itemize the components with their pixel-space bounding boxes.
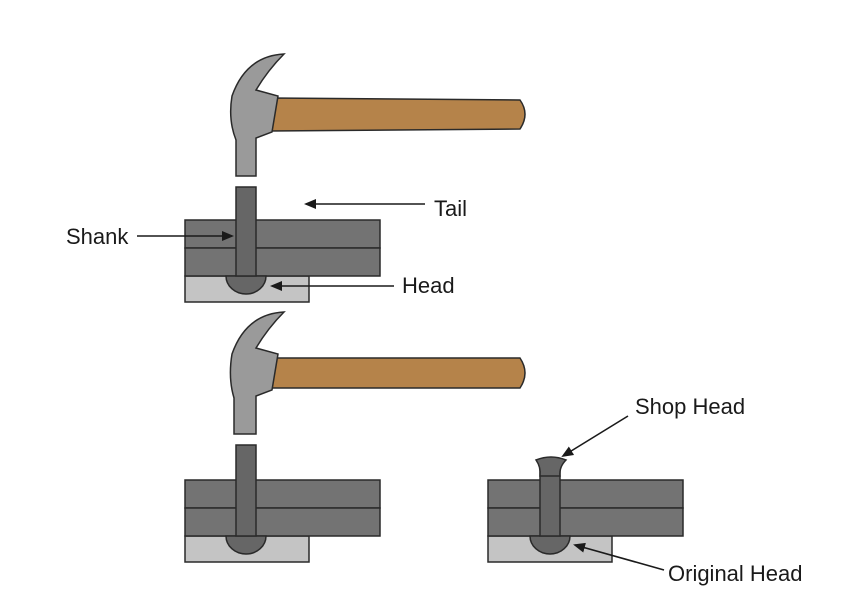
hammer-icon <box>229 311 526 435</box>
rivet-head <box>529 535 571 555</box>
plate-lower <box>184 247 381 277</box>
plate-upper <box>487 479 684 509</box>
rivet-head <box>225 275 267 295</box>
rivet-head <box>225 535 267 555</box>
rivet-shank <box>539 469 561 537</box>
plate-lower <box>184 507 381 537</box>
original-head-arrow <box>573 542 665 571</box>
rivet-shank <box>235 444 257 537</box>
label-tail: Tail <box>434 196 467 221</box>
rivet-assembly-after <box>487 456 684 563</box>
rivet-assembly-before <box>184 186 381 303</box>
rivet-assembly-striking <box>184 444 381 563</box>
plate-upper <box>184 219 381 249</box>
plate-lower <box>487 507 684 537</box>
label-head: Head <box>402 273 455 298</box>
hammer-handle <box>269 97 526 132</box>
shop-head <box>534 456 568 477</box>
rivet-shank <box>235 186 257 277</box>
hammer-handle <box>269 357 526 389</box>
shop-head-arrow <box>561 415 629 458</box>
label-shank: Shank <box>66 224 129 249</box>
hammer-head <box>229 53 286 177</box>
plate-upper <box>184 479 381 509</box>
label-original-head: Original Head <box>668 561 803 586</box>
hammer-icon <box>229 53 526 177</box>
label-shop-head: Shop Head <box>635 394 745 419</box>
hammer-head <box>229 311 286 435</box>
